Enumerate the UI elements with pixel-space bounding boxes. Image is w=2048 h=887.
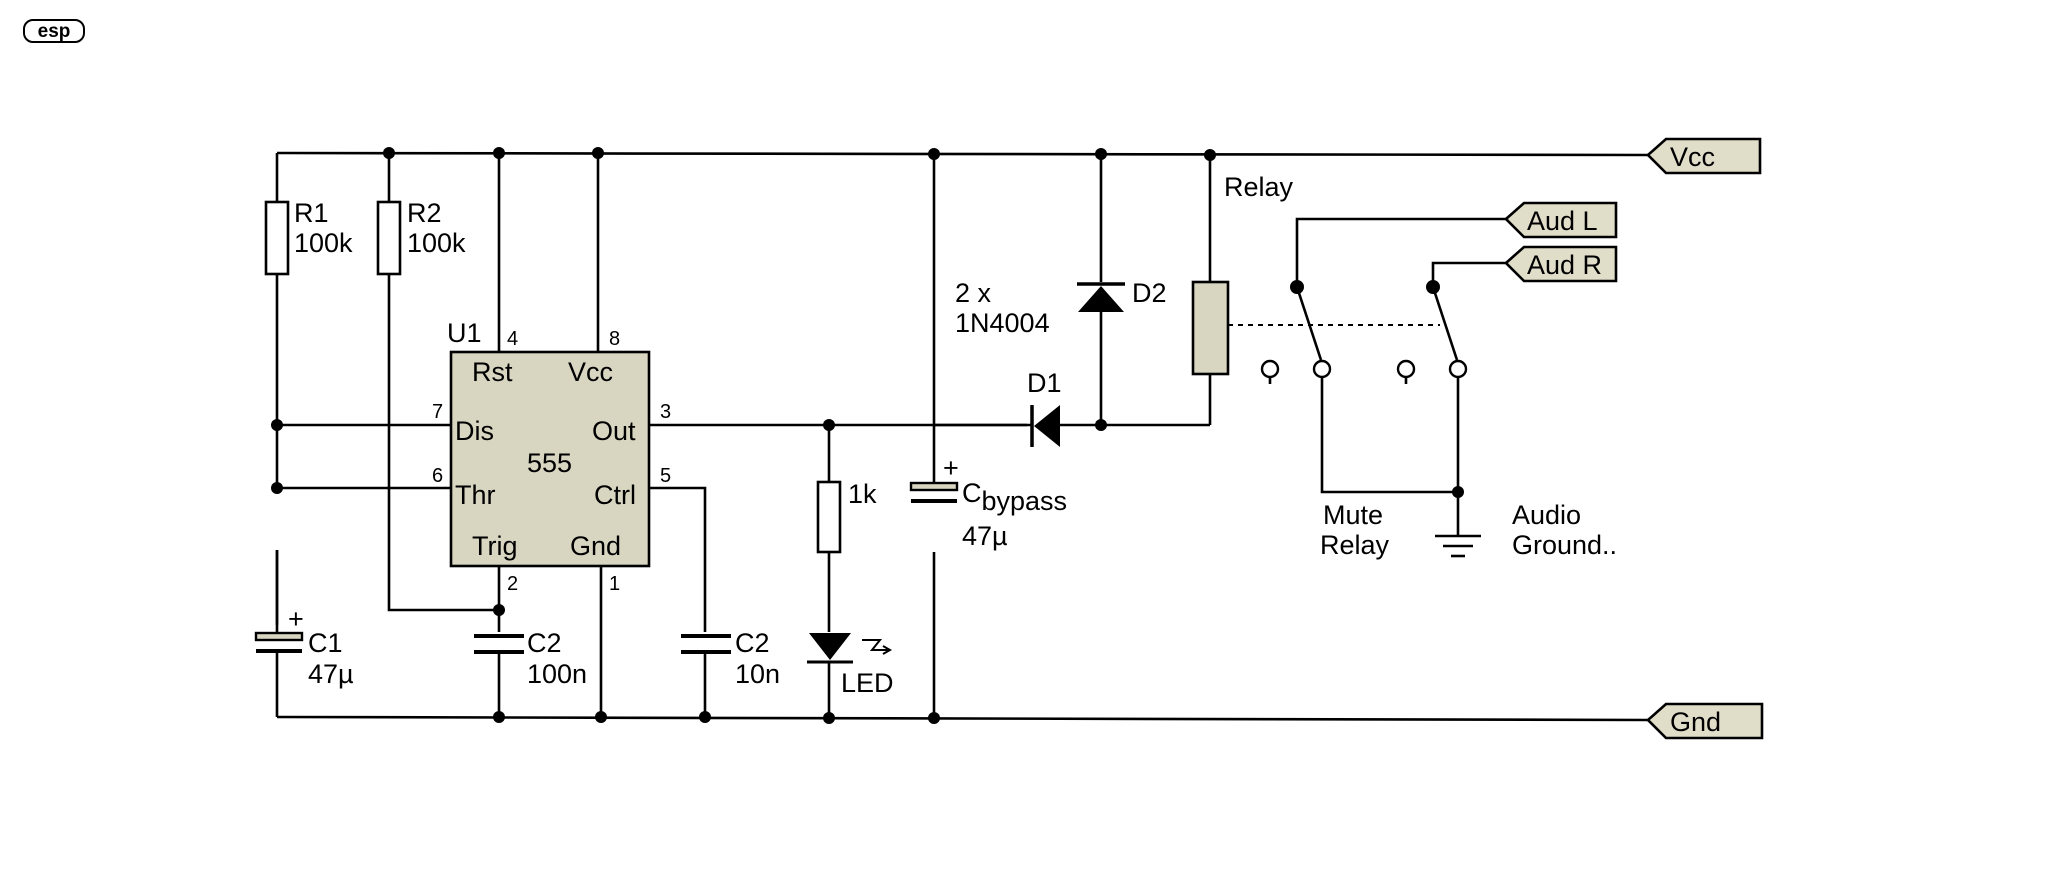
svg-text:47µ: 47µ — [962, 521, 1008, 551]
svg-text:C1: C1 — [308, 628, 343, 658]
vcc-net-flag: Vcc — [1646, 137, 1762, 175]
svg-text:LED: LED — [841, 668, 894, 698]
diode-d2: D2 2 x 1N4004 — [955, 153, 1167, 425]
svg-text:100k: 100k — [294, 228, 353, 258]
svg-text:3: 3 — [660, 401, 671, 423]
svg-text:Vcc: Vcc — [568, 357, 613, 387]
svg-text:Relay: Relay — [1320, 530, 1390, 560]
svg-text:esp: esp — [38, 21, 71, 42]
vcc-rail — [276, 151, 1649, 157]
resistor-r2: R2 100k — [376, 153, 499, 612]
led: LED — [807, 633, 894, 717]
svg-text:Gnd: Gnd — [570, 531, 621, 561]
svg-text:C2: C2 — [735, 628, 770, 658]
svg-text:Ctrl: Ctrl — [594, 480, 636, 510]
svg-text:10n: 10n — [735, 659, 780, 689]
svg-text:D1: D1 — [1027, 368, 1062, 398]
svg-text:Audio: Audio — [1512, 500, 1581, 530]
ic-name: 555 — [527, 448, 572, 478]
svg-text:Gnd: Gnd — [1670, 707, 1721, 737]
svg-text:Aud L: Aud L — [1527, 206, 1598, 236]
svg-text:C2: C2 — [527, 628, 562, 658]
aud-r-net-flag: Aud R — [1504, 245, 1618, 283]
relay-contacts: Mute Relay Audio Ground.. — [1260, 217, 1617, 560]
svg-text:D2: D2 — [1132, 278, 1167, 308]
gnd-net-flag: Gnd — [1646, 702, 1764, 740]
svg-text:47µ: 47µ — [308, 659, 354, 689]
svg-text:1k: 1k — [848, 479, 877, 509]
resistor-r1: R1 100k — [264, 153, 353, 625]
diode-d1: D1 — [934, 368, 1210, 447]
svg-text:R2: R2 — [407, 198, 442, 228]
junction-dots — [271, 147, 1464, 724]
svg-text:R1: R1 — [294, 198, 329, 228]
capacitor-c2-100n: C2 100n — [474, 628, 587, 717]
svg-text:100k: 100k — [407, 228, 466, 258]
svg-text:6: 6 — [432, 465, 443, 487]
svg-text:+: + — [943, 453, 959, 483]
resistor-1k: 1k — [816, 425, 877, 632]
capacitor-c2-10n: C2 10n — [681, 628, 780, 717]
svg-text:Mute: Mute — [1323, 500, 1383, 530]
aud-l-net-flag: Aud L — [1504, 201, 1618, 239]
svg-text:Out: Out — [592, 416, 636, 446]
svg-text:Relay: Relay — [1224, 172, 1294, 202]
svg-text:Trig: Trig — [472, 531, 518, 561]
gnd-rail — [276, 715, 1649, 722]
svg-text:5: 5 — [660, 465, 671, 487]
svg-text:Vcc: Vcc — [1670, 142, 1715, 172]
svg-text:2 x: 2 x — [955, 278, 992, 308]
svg-text:1N4004: 1N4004 — [955, 308, 1050, 338]
ic-pin-wires — [277, 153, 1027, 717]
svg-text:8: 8 — [609, 328, 620, 350]
svg-text:4: 4 — [507, 328, 518, 350]
svg-text:+: + — [288, 604, 304, 634]
svg-text:Rst: Rst — [472, 357, 513, 387]
svg-text:Ground..: Ground.. — [1512, 530, 1617, 560]
capacitor-cbypass: + Cbypass 47µ — [909, 153, 1067, 717]
ic-555: U1 555 Rst Vcc Dis Out Thr Ctrl Trig Gnd… — [432, 318, 671, 595]
svg-text:2: 2 — [507, 573, 518, 595]
svg-text:Aud R: Aud R — [1527, 250, 1602, 280]
svg-text:100n: 100n — [527, 659, 587, 689]
svg-text:1: 1 — [609, 573, 620, 595]
svg-text:Cbypass: Cbypass — [962, 478, 1067, 516]
svg-text:7: 7 — [432, 401, 443, 423]
ic-ref: U1 — [447, 318, 482, 348]
relay-coil: Relay — [1191, 155, 1440, 425]
svg-text:Dis: Dis — [455, 416, 494, 446]
capacitor-c1: + C1 47µ — [254, 550, 354, 717]
esp-logo: esp — [23, 19, 85, 43]
svg-text:Thr: Thr — [455, 480, 496, 510]
